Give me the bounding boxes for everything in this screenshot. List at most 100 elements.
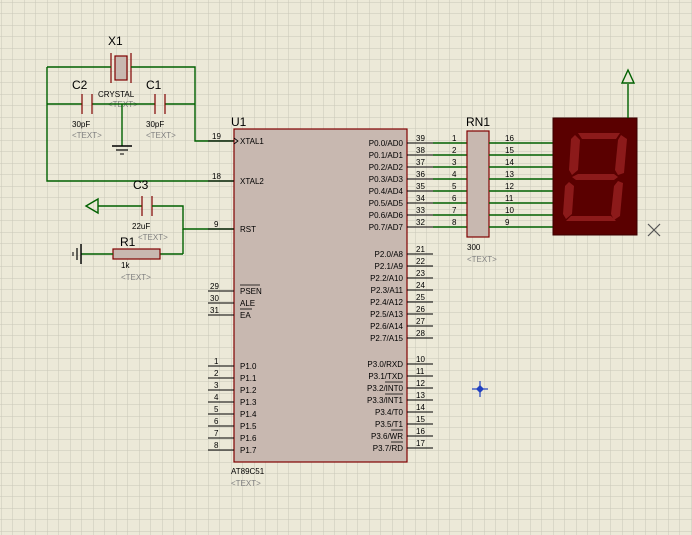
- microcontroller-u1[interactable]: U1 AT89C51 <TEXT> 19 XTAL1 18 XTAL2 9 RS…: [208, 115, 433, 488]
- pin-name: XTAL2: [240, 177, 264, 186]
- pin-number: 6: [214, 417, 219, 426]
- pin-name: P2.2/A10: [370, 274, 403, 283]
- r1-value: 1k: [121, 261, 130, 270]
- u1-pin-p1-7[interactable]: 8P1.7: [208, 441, 257, 455]
- pin-name: P0.4/AD4: [369, 187, 404, 196]
- pin-name: P0.7/AD7: [369, 223, 404, 232]
- segment-a: [578, 133, 620, 139]
- u1-pin-ale[interactable]: 30 ALE: [208, 294, 255, 308]
- bus-rn1-to-display: [489, 142, 553, 228]
- seven-segment-display[interactable]: [552, 117, 638, 236]
- rn1-value: 300: [467, 243, 481, 252]
- u1-body: [233, 128, 408, 463]
- pin-number: 12: [416, 379, 425, 388]
- pin-number: 33: [416, 206, 425, 215]
- segment-c: [611, 181, 623, 220]
- pin-number: 17: [416, 439, 425, 448]
- pin-name: P2.6/A14: [370, 322, 403, 331]
- rn1-pin-right: 10: [505, 206, 514, 215]
- pin-number: 38: [416, 146, 425, 155]
- u1-pin-psen[interactable]: 29 PSEN: [208, 282, 262, 296]
- rn1-pin-left: 2: [452, 146, 457, 155]
- pin-number: 27: [416, 317, 425, 326]
- u1-pin-p1-4[interactable]: 5P1.4: [208, 405, 257, 419]
- pin-number: 23: [416, 269, 425, 278]
- u1-pin-ea[interactable]: 31 EA: [208, 306, 252, 320]
- pin-name: P3.5/T1: [375, 420, 404, 429]
- u1-text-placeholder: <TEXT>: [231, 479, 261, 488]
- pin-number: 1: [214, 357, 219, 366]
- c2-ref: C2: [72, 78, 88, 92]
- pin-name: P3.7/RD: [373, 444, 403, 453]
- pin-number: 15: [416, 415, 425, 424]
- u1-pin-p1-6[interactable]: 7P1.6: [208, 429, 257, 443]
- capacitor-c3[interactable]: C3 22uF <TEXT>: [132, 178, 168, 242]
- u1-pin-p1-1[interactable]: 2P1.1: [208, 369, 257, 383]
- c1-text-placeholder: <TEXT>: [146, 131, 176, 140]
- segment-d: [566, 216, 616, 221]
- pin-name: P3.4/T0: [375, 408, 404, 417]
- pin-number: 5: [214, 405, 219, 414]
- rn1-pin-right: 15: [505, 146, 514, 155]
- pin-number: 28: [416, 329, 425, 338]
- rn1-ref: RN1: [466, 115, 490, 129]
- bus-p0-to-rn1: [433, 142, 467, 228]
- rn1-pin-right: 11: [505, 194, 514, 203]
- pin-number: 31: [210, 306, 219, 315]
- resistor-network-rn1[interactable]: RN1 1 2 3 4 5 6 7 8 16 15 14 13 12 11 10…: [452, 115, 514, 264]
- pin-name: P1.3: [240, 398, 257, 407]
- capacitor-c2[interactable]: C2 30pF <TEXT>: [72, 78, 102, 140]
- rn1-pin-left: 8: [452, 218, 457, 227]
- pin-number: 26: [416, 305, 425, 314]
- u1-pin-xtal2[interactable]: 18 XTAL2: [208, 172, 264, 186]
- pin-number: 37: [416, 158, 425, 167]
- capacitor-c1[interactable]: C1 30pF <TEXT>: [146, 78, 176, 140]
- u1-pin-p1-5[interactable]: 6P1.5: [208, 417, 257, 431]
- pin-number: 21: [416, 245, 425, 254]
- rn1-pin-right: 14: [505, 158, 514, 167]
- pin-name: P1.2: [240, 386, 257, 395]
- u1-pin-p1-0[interactable]: 1P1.0: [208, 357, 257, 371]
- pin-name: P0.6/AD6: [369, 211, 404, 220]
- pin-number: 11: [416, 367, 425, 376]
- origin-marker[interactable]: [472, 381, 488, 397]
- pin-name: P2.4/A12: [370, 298, 403, 307]
- pin-name: P2.5/A13: [370, 310, 403, 319]
- u1-pin-p1-2[interactable]: 3P1.2: [208, 381, 257, 395]
- u1-pin-p1-3[interactable]: 4P1.3: [208, 393, 257, 407]
- pin-number: 14: [416, 403, 425, 412]
- u1-pin-rst[interactable]: 9 RST: [208, 220, 256, 234]
- pin-number: 2: [214, 369, 219, 378]
- pin-number: 19: [212, 132, 221, 141]
- resistor-r1[interactable]: R1 1k <TEXT>: [112, 235, 161, 282]
- pin-name: PSEN: [240, 287, 262, 296]
- c3-ref: C3: [133, 178, 149, 192]
- u1-pin-xtal1[interactable]: 19 XTAL1: [208, 132, 264, 146]
- c3-text-placeholder: <TEXT>: [138, 233, 168, 242]
